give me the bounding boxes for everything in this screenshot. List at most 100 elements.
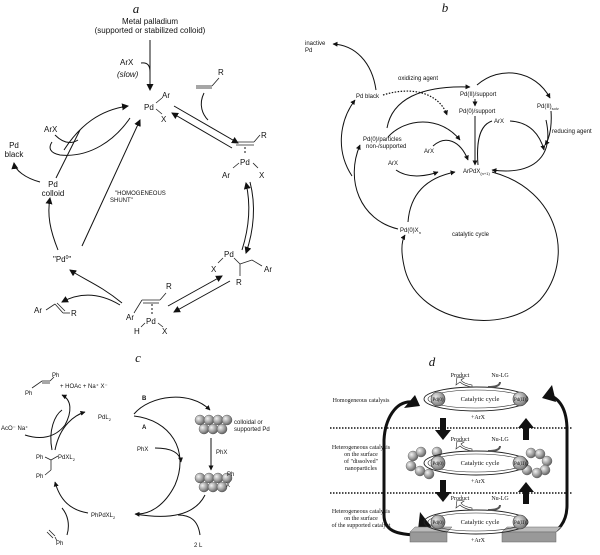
arx-feed-arrow (140, 62, 151, 73)
cycle-label: Catalytic cycle (461, 460, 500, 467)
svg-text:Pd: Pd (146, 317, 156, 326)
pd2-label: Pd(II) (514, 462, 526, 467)
svg-text:PdXL2: PdXL2 (58, 455, 76, 462)
svg-text:Ar: Ar (264, 265, 272, 274)
arpdx: ArPdX(n+1) (463, 169, 490, 176)
cycle-label: Catalytic cycle (461, 396, 500, 403)
slow-label: (slow) (117, 70, 139, 79)
svg-text:Ar: Ar (222, 171, 230, 180)
pd0-support: Pd(0)/support (459, 109, 496, 115)
pd0-species: "Pd0" (53, 255, 71, 264)
product-label: Product (451, 373, 470, 379)
equilibrium-forward-1 (173, 105, 239, 144)
svg-text:Pd: Pd (144, 103, 154, 112)
black-to-inactive-arrow (332, 41, 377, 91)
svg-text:R: R (71, 309, 77, 318)
cluster-to-phpdxl2 (134, 494, 206, 517)
svg-text:X: X (211, 265, 217, 274)
particles-line1: Pd(0)/particles (363, 137, 402, 143)
equilibrium-forward-3 (167, 275, 223, 307)
svg-text:Ph: Ph (25, 391, 32, 397)
nulg-arrow (487, 381, 501, 388)
panel-c-label: c (135, 350, 141, 365)
nulg-label: Nu-LG (491, 496, 509, 502)
outer-arc-left (382, 400, 421, 537)
arx-left-feed (54, 134, 79, 143)
panel-a: a Metal palladium (supported or stabiliz… (5, 1, 273, 336)
up-arrow-2 (518, 482, 534, 504)
down-arrow-1 (435, 418, 451, 440)
down-arrow-2 (435, 480, 451, 502)
metal-palladium-title: Metal palladium (122, 17, 178, 26)
pd0-sphere (430, 514, 446, 530)
support-slab-right (501, 531, 557, 543)
insertion-product: Pd X Ar R (211, 250, 272, 287)
row-label: of the supported catalyst (332, 522, 391, 529)
inactive-pd-line1: inactive (305, 41, 326, 47)
svg-text:R: R (166, 282, 172, 291)
cycle-ellipse (423, 450, 529, 476)
route-b: B (142, 396, 147, 402)
arx-mid: ArX (424, 149, 434, 155)
arx-label: +ArX (471, 479, 486, 485)
cluster-x: X (226, 483, 230, 489)
svg-text:R: R (236, 278, 242, 287)
oxidizing-agent: oxidizing agent (398, 76, 438, 82)
equilibrium-forward-2 (244, 181, 254, 254)
particles-line2: non-/supported (366, 144, 406, 150)
pd2-solv: Pd(II)solv (537, 104, 559, 111)
product-label: Product (451, 496, 470, 502)
pd2-sphere (512, 455, 528, 471)
svg-text:X: X (162, 327, 168, 336)
svg-text:Ar: Ar (126, 313, 134, 322)
phx-left-arrow (154, 447, 184, 463)
svg-text:Ar: Ar (34, 306, 42, 315)
phpdxl2: PhPdXL2 (91, 513, 116, 520)
phx-left: PhX (137, 447, 148, 453)
arx-left-b-arrow (395, 169, 439, 177)
svg-text:Ar: Ar (162, 91, 170, 100)
svg-text:Pd: Pd (224, 250, 234, 259)
pd0xn-to-arpdx-arc (407, 170, 456, 223)
cycle-ellipse (423, 509, 529, 535)
phx-right: PhX (216, 450, 227, 456)
arx-right: ArX (494, 119, 504, 125)
inactive-pd-line2: Pd (305, 48, 312, 54)
arx-label: +ArX (471, 538, 486, 544)
pd0-label: Pd(0) (432, 521, 443, 526)
nulg-label: Nu-LG (491, 437, 509, 443)
nanoparticle-cluster-right (521, 447, 553, 479)
equilibrium-back-2 (241, 182, 251, 251)
arx-left: ArX (44, 125, 58, 134)
alkene-feed-arrow (200, 92, 209, 121)
route-a-arrow (133, 415, 181, 517)
svg-text:Ph: Ph (56, 541, 63, 547)
pd2-sphere (512, 514, 528, 530)
cycle-label: Catalytic cycle (461, 519, 500, 526)
pd-colloid-line1: Pd (48, 180, 58, 189)
black-to-arpdx-dotted (382, 90, 448, 116)
aryl-pd-cluster (194, 472, 233, 493)
arx-left-b: ArX (388, 161, 398, 167)
route-b-arrow (133, 396, 211, 415)
svg-text:Ph: Ph (52, 373, 59, 379)
panel-b-label: b (442, 0, 449, 15)
panel-b: b inactive Pd Pd black oxidizing agent P… (305, 0, 592, 321)
arx-label: +ArX (471, 415, 486, 421)
reducing-agent: reducing agent (552, 129, 592, 135)
shunt-line2: SHUNT" (110, 198, 133, 204)
route-a: A (142, 425, 147, 431)
pd-colloid-line2: colloid (42, 189, 65, 198)
stilbene: Ph Ph (25, 373, 59, 397)
svg-text:H: H (134, 327, 140, 336)
pd0xn: Pd(0)Xn (400, 228, 421, 235)
arx-right-curve-b (509, 120, 546, 151)
support-to-solv-arrow (476, 72, 551, 99)
to-pd-black-arrow (340, 99, 356, 177)
row-label: Heterogeneous catalysis (332, 509, 391, 515)
svg-text:R: R (218, 68, 224, 77)
stilbene-product: Ar R (34, 302, 77, 318)
pd0-sphere (430, 455, 446, 471)
